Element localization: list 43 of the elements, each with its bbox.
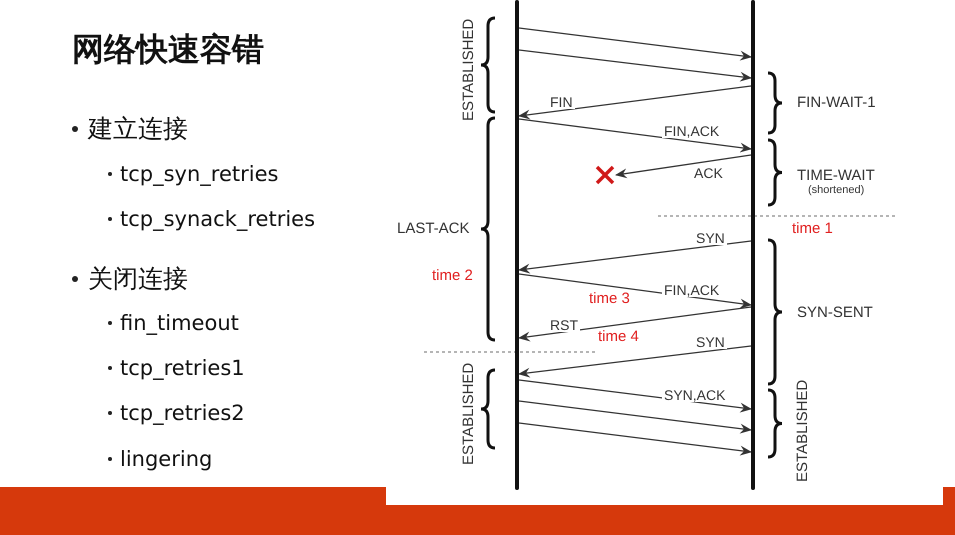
message-arrow [518,240,752,274]
bullet-text: lingering [120,447,212,471]
time-label: time 3 [589,291,630,306]
message-arrow [615,154,752,178]
edge-label: RST [548,318,580,332]
message-arrow [518,27,752,61]
edge-label: SYN [694,231,727,245]
message-arrow [518,118,752,153]
bullet-text: tcp_synack_retries [120,207,316,231]
bullet-text: 关闭连接 [88,263,188,295]
edge-label: SYN [694,335,727,349]
cross-icon [594,164,616,186]
edge-label: FIN [548,95,575,109]
edge-label: SYN,ACK [662,388,728,402]
message-arrow [518,49,752,82]
lifeline [751,0,755,490]
state-label: LAST-ACK [397,221,470,236]
bullet-text: tcp_retries2 [120,401,245,425]
time-label: time 2 [432,268,473,283]
message-arrow [518,85,752,120]
bullet-text: fin_timeout [120,311,239,335]
edge-label: FIN,ACK [662,124,722,138]
state-label: SYN-SENT [797,305,873,320]
time-label: time 4 [598,329,639,344]
state-label: FIN-WAIT-1 [797,95,876,110]
message-arrow [518,306,752,342]
state-label: ESTABLISHED [461,362,476,465]
state-label: ESTABLISHED [461,18,476,121]
bullet-text: tcp_retries1 [120,356,245,380]
edge-label: ACK [692,166,725,180]
state-label: TIME-WAIT [797,168,875,183]
bullet-text: 建立连接 [88,113,188,145]
message-arrow [518,422,752,456]
bullet-text: tcp_syn_retries [120,162,278,186]
state-label: ESTABLISHED [795,380,810,482]
slide-title: 网络快速容错 [72,29,264,70]
message-arrow [518,400,752,434]
message-arrow [518,345,752,378]
message-arrow [518,273,752,308]
time-label: time 1 [792,221,833,236]
edge-label: FIN,ACK [662,283,722,297]
state-label: (shortened) [808,185,864,196]
lifeline [515,0,519,490]
